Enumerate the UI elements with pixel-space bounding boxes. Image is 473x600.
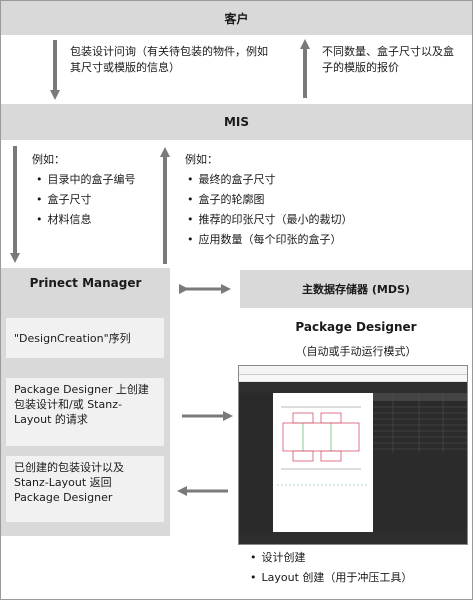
tool-panel — [239, 393, 273, 532]
job-list-grid — [373, 393, 467, 453]
request-label: Package Designer 上创建包装设计和/或 Stanz-Layout… — [14, 383, 149, 426]
mis-up-list: 最终的盒子尺寸 盒子的轮廓图 推荐的印张尺寸（最小的裁切） 应用数量（每个印张的… — [187, 170, 455, 250]
job-list-panel — [373, 393, 467, 532]
sequence-label: "DesignCreation"序列 — [14, 331, 131, 345]
list-item: 盒子的轮廓图 — [187, 190, 455, 210]
mis-up-heading: 例如： — [185, 153, 218, 166]
customer-band: 客户 — [1, 1, 472, 35]
list-item: 推荐的印张尺寸（最小的裁切） — [187, 210, 455, 230]
mis-to-prinect-info: 例如： 目录中的盒子编号 盒子尺寸 材料信息 — [32, 152, 162, 230]
window-toolbar — [239, 382, 467, 394]
list-item: 设计创建 — [250, 548, 412, 568]
customer-label: 客户 — [224, 11, 249, 26]
window-titlebar — [239, 366, 467, 375]
mis-band: MIS — [1, 104, 472, 140]
list-item: 目录中的盒子编号 — [36, 170, 162, 190]
mis-down-heading: 例如： — [32, 153, 65, 166]
design-creation-sequence: "DesignCreation"序列 — [6, 318, 164, 358]
package-designer-subtitle: （自动或手动运行模式） — [295, 345, 417, 358]
list-item: Layout 创建（用于冲压工具） — [250, 568, 413, 588]
window-statusbar — [239, 532, 467, 544]
mis-label: MIS — [223, 115, 250, 129]
die-line-drawing — [277, 406, 369, 486]
list-item: 盒子尺寸 — [36, 190, 162, 210]
quote-text: 不同数量、盒子尺寸以及盒子的模版的报价 — [322, 45, 454, 74]
list-item: 最终的盒子尺寸 — [187, 170, 455, 190]
list-item: 应用数量（每个印张的盒子） — [187, 230, 455, 250]
mds-label: 主数据存储器 (MDS) — [302, 283, 410, 296]
returned-design-box: 已创建的包装设计以及 Stanz-Layout 返回 Package Desig… — [6, 456, 164, 522]
inquiry-text: 包装设计问询（有关待包装的物件，例如其尺寸或模版的信息） — [70, 45, 268, 74]
package-designer-title: Package Designer — [295, 320, 417, 334]
design-canvas — [273, 393, 373, 532]
pd-request-box: Package Designer 上创建包装设计和/或 Stanz-Layout… — [6, 378, 164, 446]
mds-box: 主数据存储器 (MDS) — [240, 270, 472, 308]
package-designer-features: 设计创建 Layout 创建（用于冲压工具） — [250, 548, 413, 588]
mis-down-list: 目录中的盒子编号 盒子尺寸 材料信息 — [36, 170, 162, 230]
returned-label: 已创建的包装设计以及 Stanz-Layout 返回 Package Desig… — [14, 461, 124, 504]
window-menubar — [239, 375, 467, 382]
list-item: 材料信息 — [36, 210, 162, 230]
package-designer-screenshot — [238, 365, 468, 545]
prinect-manager-title: Prinect Manager — [29, 276, 142, 290]
prinect-to-mis-info: 例如： 最终的盒子尺寸 盒子的轮廓图 推荐的印张尺寸（最小的裁切） 应用数量（每… — [185, 152, 455, 250]
